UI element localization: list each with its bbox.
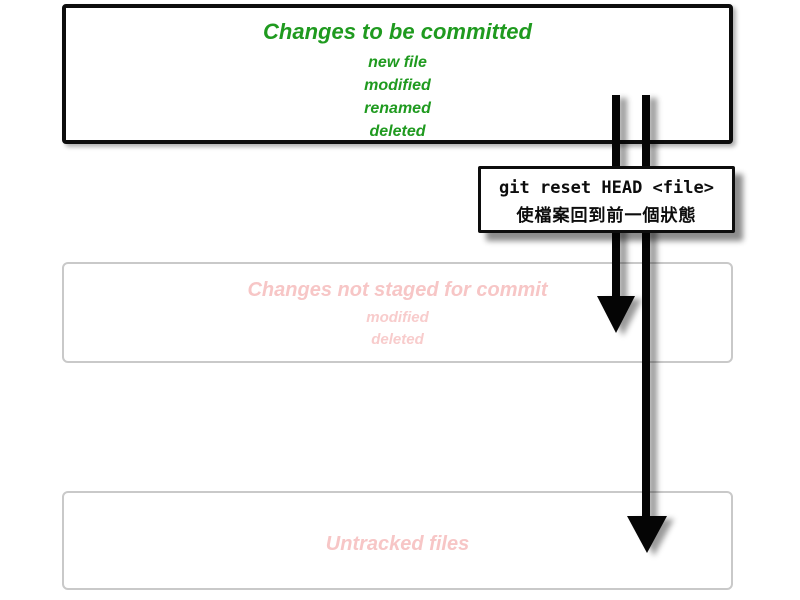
staged-changes-box: Changes to be committed new file modifie… [62, 4, 733, 144]
unstaged-item-modified: modified [366, 309, 429, 326]
staged-box-title: Changes to be committed [263, 19, 532, 44]
unstaged-changes-box: Changes not staged for commit modified d… [62, 262, 733, 363]
unstaged-box-title: Changes not staged for commit [247, 279, 548, 301]
unstaged-box-items: modified deleted [64, 307, 731, 351]
staged-item-renamed: renamed [364, 100, 431, 117]
staged-box-items: new file modified renamed deleted [66, 51, 729, 143]
staged-item-deleted: deleted [369, 123, 426, 140]
staged-item-new-file: new file [368, 54, 427, 71]
unstaged-item-deleted: deleted [371, 331, 424, 348]
git-reset-command-description: 使檔案回到前一個狀態 [516, 206, 697, 225]
untracked-box-title: Untracked files [325, 533, 470, 555]
git-reset-command-label: git reset HEAD <file> 使檔案回到前一個狀態 [478, 166, 735, 233]
git-reset-command-text: git reset HEAD <file> [499, 178, 714, 198]
untracked-files-box: Untracked files [62, 491, 733, 590]
staged-item-modified: modified [364, 77, 431, 94]
